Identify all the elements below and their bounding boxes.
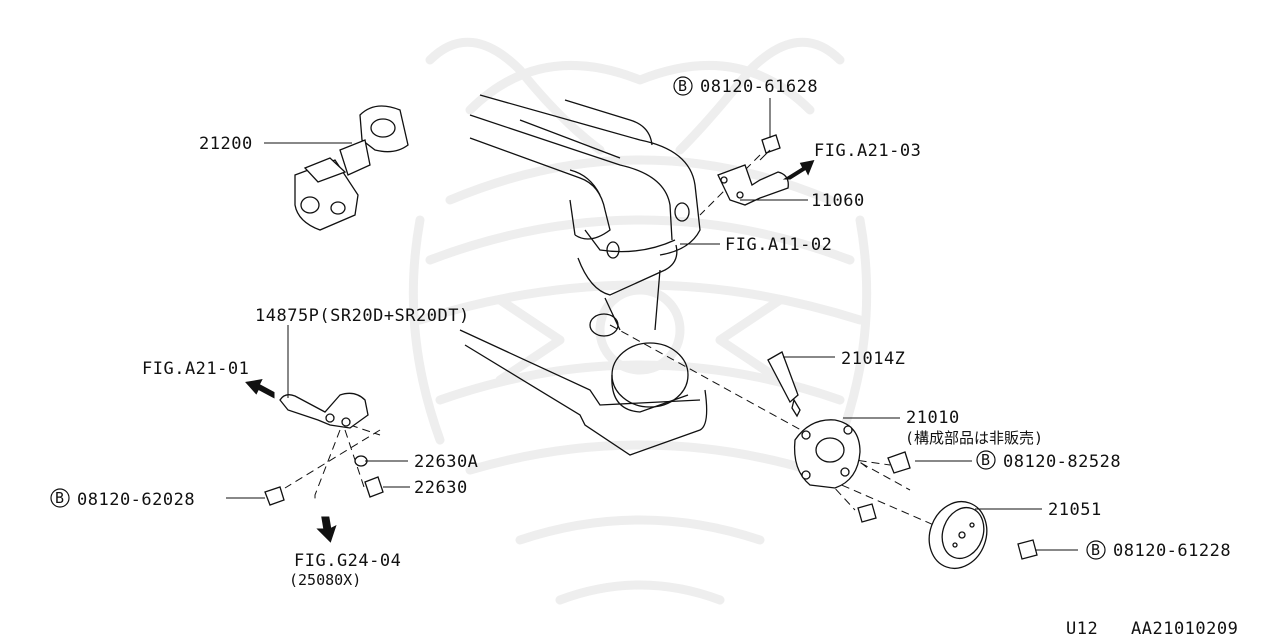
arrow-fig-a21-01 (245, 379, 275, 399)
label-bolt-left: 08120-62028 (77, 490, 195, 510)
label-bolt-top: 08120-61628 (700, 77, 818, 97)
label-11060: 11060 (811, 191, 865, 211)
label-fig-g24-04-sub: (25080X) (289, 571, 361, 589)
engine-block (459, 94, 708, 456)
label-22630a: 22630A (414, 452, 478, 472)
gasket-tube-part (767, 351, 801, 418)
label-22630: 22630 (414, 478, 468, 498)
pulley-part (928, 500, 988, 570)
label-fig-a21-01: FIG.A21-01 (142, 359, 249, 379)
arrow-fig-a21-03 (782, 159, 815, 180)
bolt-left-part (264, 486, 285, 506)
label-bolt-pulley: 08120-61228 (1113, 541, 1231, 561)
watermark-logo (408, 37, 872, 605)
label-14875p: 14875P(SR20D+SR20DT) (255, 306, 470, 326)
footer-model-code: U12 (1066, 619, 1098, 637)
leader-lines (226, 98, 1078, 551)
bolt-marker-icon (50, 488, 70, 508)
part-labels: 21200 B 08120-61628 FIG.A21-03 11060 FIG… (50, 76, 1238, 637)
bolt-marker-letter: B (1091, 541, 1100, 559)
label-21010: 21010 (906, 408, 960, 428)
label-21010-note: (構成部品は非販売) (905, 429, 1043, 447)
arrow-fig-g24-04 (316, 516, 337, 543)
sensor-part (364, 476, 384, 498)
hose-pipe-part (279, 392, 369, 429)
bolt-top-part (759, 134, 781, 161)
bolt-marker-icon (1086, 540, 1106, 560)
bolt-marker-letter: B (55, 489, 64, 507)
label-21014z: 21014Z (841, 349, 905, 369)
label-21051: 21051 (1048, 500, 1102, 520)
label-21200: 21200 (199, 134, 253, 154)
label-fig-a21-03: FIG.A21-03 (814, 141, 921, 161)
footer-diagram-id: AA21010209 (1131, 619, 1238, 637)
pump-bolt-part (857, 451, 911, 523)
water-pump-part (793, 419, 861, 489)
bolt-marker-letter: B (981, 451, 990, 469)
bolt-pulley-part (1017, 539, 1038, 560)
thermostat-housing-part (294, 105, 409, 231)
label-fig-g24-04: FIG.G24-04 (294, 551, 401, 571)
label-bolt-pump: 08120-82528 (1003, 452, 1121, 472)
bolt-marker-icon (673, 76, 693, 96)
arrows (245, 159, 815, 543)
label-fig-a11-02: FIG.A11-02 (725, 235, 832, 255)
bolt-marker-icon (976, 450, 996, 470)
bolt-marker-letter: B (678, 77, 687, 95)
